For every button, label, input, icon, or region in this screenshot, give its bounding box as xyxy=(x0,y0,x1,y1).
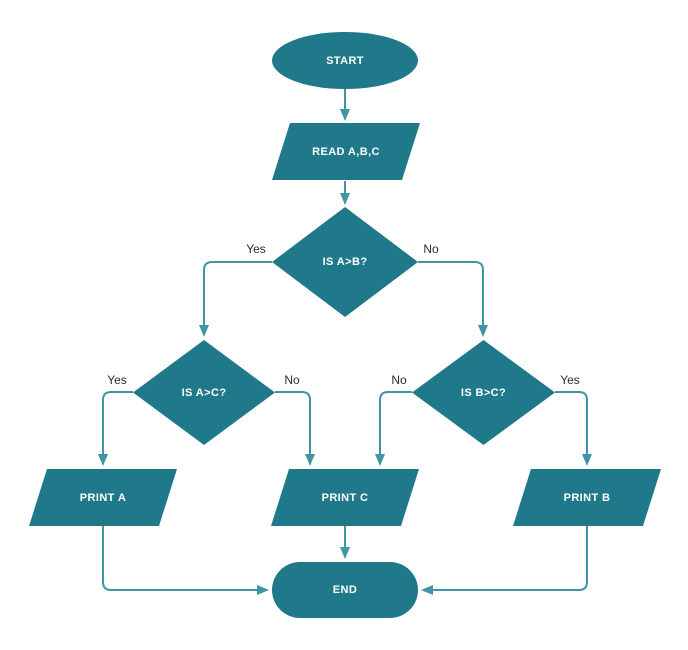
edge-cond2-no-to-printC xyxy=(275,391,315,466)
edge-printA-to-end xyxy=(102,526,269,595)
print-a-node-label: PRINT A xyxy=(79,491,127,504)
print-c-node: PRINT C xyxy=(271,469,419,526)
print-a-node: PRINT A xyxy=(29,469,177,526)
edge-label-cond1-no: No xyxy=(423,242,439,256)
decision-a-gt-c-label: IS A>C? xyxy=(181,386,227,399)
read-abc-node-label: READ A,B,C xyxy=(312,145,380,158)
print-b-node: PRINT B xyxy=(513,469,661,526)
start-node-label: START xyxy=(326,54,364,67)
edge-label-cond3-yes: Yes xyxy=(560,373,580,387)
decision-a-gt-b-label: IS A>B? xyxy=(322,256,368,268)
edge-label-cond1-yes: Yes xyxy=(246,242,266,256)
edge-cond3-yes-to-printB xyxy=(555,391,592,466)
read-abc-node: READ A,B,C xyxy=(272,123,420,180)
start-node: START xyxy=(272,32,418,89)
end-node: END xyxy=(272,562,418,618)
edge-printB-to-end xyxy=(421,526,588,595)
edge-cond1-no-to-cond3 xyxy=(418,261,488,337)
print-b-node-label: PRINT B xyxy=(563,491,611,504)
edge-cond3-no-to-printC xyxy=(375,391,412,466)
print-c-node-label: PRINT C xyxy=(321,491,369,504)
edge-cond1-yes-to-cond2 xyxy=(199,261,272,337)
edge-label-cond2-no: No xyxy=(284,373,300,387)
edge-label-cond2-yes: Yes xyxy=(107,373,127,387)
decision-b-gt-c-label: IS B>C? xyxy=(460,386,507,399)
edge-cond2-yes-to-printA xyxy=(98,391,133,466)
edge-label-cond3-no: No xyxy=(391,373,407,387)
end-node-label: END xyxy=(332,584,358,596)
